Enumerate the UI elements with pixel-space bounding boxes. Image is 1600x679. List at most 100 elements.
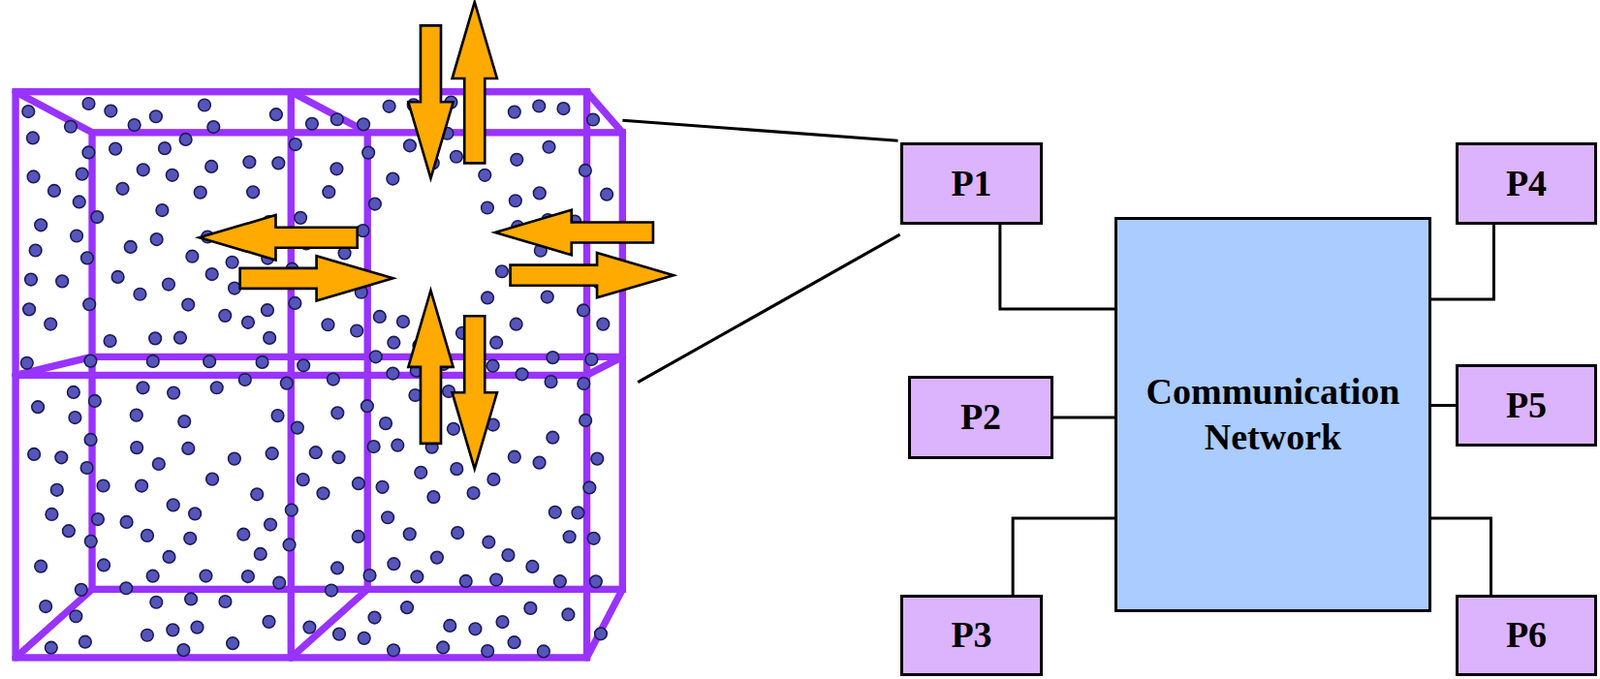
node-label: P4 <box>1505 160 1547 208</box>
particle <box>120 516 133 530</box>
particle <box>84 434 97 447</box>
particle <box>367 440 380 454</box>
particle <box>150 233 163 247</box>
particle <box>309 446 322 460</box>
particle <box>199 569 213 583</box>
network-link <box>1000 224 1115 310</box>
particle <box>351 531 365 544</box>
particle <box>109 142 123 156</box>
particle <box>352 477 366 491</box>
particle <box>226 637 240 651</box>
particle <box>44 317 58 331</box>
particle <box>82 97 95 111</box>
particle <box>482 535 496 549</box>
particle <box>386 172 400 186</box>
particle <box>368 611 381 625</box>
particle <box>357 632 371 646</box>
particle <box>167 386 181 400</box>
particle <box>316 487 330 501</box>
particle <box>174 331 188 345</box>
particle <box>443 620 457 633</box>
particle <box>356 224 370 238</box>
network-link <box>1431 224 1494 300</box>
particle <box>179 133 192 147</box>
particle <box>431 551 444 565</box>
grid-edge <box>587 92 624 133</box>
processor-box: P5 <box>1455 364 1598 447</box>
particle <box>325 584 339 597</box>
particle <box>238 374 251 387</box>
particle <box>92 513 105 527</box>
particle <box>577 304 591 317</box>
particle <box>459 575 472 589</box>
particle <box>563 531 576 544</box>
particle <box>387 336 401 349</box>
grid-divider <box>92 353 623 361</box>
back-face <box>92 132 623 591</box>
particle <box>124 241 137 254</box>
particle <box>184 533 197 546</box>
particle <box>81 251 95 265</box>
particle <box>546 351 560 365</box>
particle <box>225 255 239 269</box>
particle <box>146 569 159 583</box>
particle <box>136 381 150 395</box>
leader-line <box>622 120 898 141</box>
particle <box>306 118 319 131</box>
particle <box>327 373 341 386</box>
particle <box>20 356 33 370</box>
particle <box>291 421 305 435</box>
particle <box>404 139 417 153</box>
particle <box>583 481 597 495</box>
particle <box>270 108 283 122</box>
particle <box>44 641 58 655</box>
particle <box>331 562 345 575</box>
exchange-arrow <box>510 252 674 298</box>
particle <box>156 204 169 218</box>
particle <box>72 195 86 209</box>
particle <box>481 291 495 305</box>
particle <box>596 317 610 331</box>
domain-grid <box>15 92 623 659</box>
particle <box>111 271 125 284</box>
grid-edge <box>15 589 93 659</box>
particle <box>386 367 400 380</box>
particle <box>496 616 509 629</box>
particle <box>330 162 344 176</box>
node-label: P3 <box>950 612 992 659</box>
particle <box>34 560 48 573</box>
particle <box>84 535 97 549</box>
particle <box>587 533 600 546</box>
particle <box>533 99 546 113</box>
particle <box>533 187 546 200</box>
node-label: P5 <box>1505 382 1547 430</box>
particle <box>205 160 219 174</box>
exchange-arrow <box>199 215 358 260</box>
particle <box>490 573 503 587</box>
processor-box: P6 <box>1455 595 1598 677</box>
particle <box>182 442 195 456</box>
particle <box>243 156 256 169</box>
particle <box>242 570 255 584</box>
particle <box>177 644 190 658</box>
particle <box>401 601 414 615</box>
particle <box>533 456 546 470</box>
particle <box>587 113 600 126</box>
particle <box>369 197 382 211</box>
particle <box>162 278 176 291</box>
grid-edge <box>15 92 93 133</box>
particle <box>322 186 336 199</box>
node-label: P6 <box>1505 612 1547 659</box>
particle <box>487 473 501 487</box>
particle <box>162 551 176 565</box>
particle <box>250 488 264 502</box>
particle <box>207 121 220 134</box>
particle <box>186 250 199 263</box>
particle <box>447 423 461 437</box>
particle <box>414 467 428 480</box>
particle <box>524 602 537 616</box>
particle <box>31 401 45 414</box>
grid-edge <box>15 356 93 376</box>
exchange-arrow <box>495 210 654 255</box>
particle <box>150 110 163 124</box>
